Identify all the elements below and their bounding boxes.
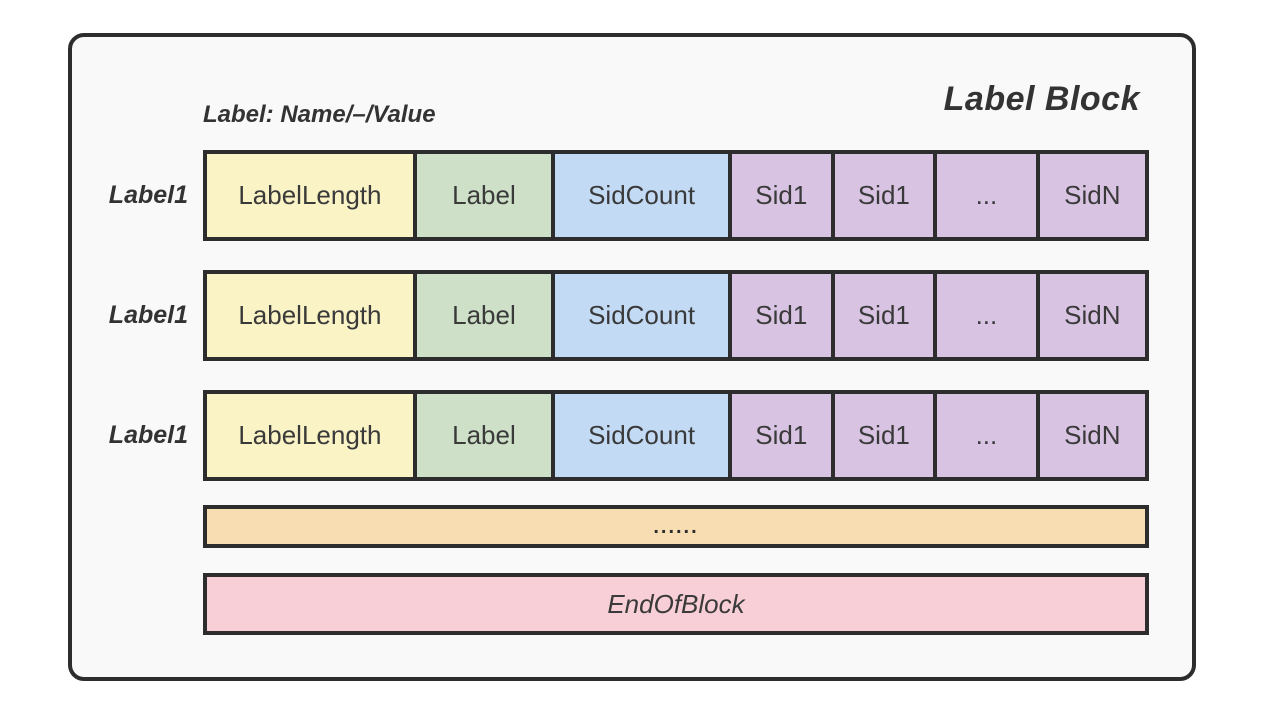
cell-label: Label — [412, 394, 552, 477]
cell-sidn: SidN — [1035, 154, 1145, 237]
cell-sidcount: SidCount — [551, 394, 729, 477]
cell-sid1: Sid1 — [728, 154, 831, 237]
cell-ellipsis: ... — [933, 394, 1036, 477]
cell-labellength: LabelLength — [207, 394, 413, 477]
cell-sid1: Sid1 — [830, 394, 934, 477]
cell-sid1: Sid1 — [728, 274, 831, 357]
cell-sidcount: SidCount — [551, 274, 729, 357]
diagram-title: Label Block — [943, 80, 1140, 118]
cell-label: Label — [412, 154, 552, 237]
label-entry-row: LabelLength Label SidCount Sid1 Sid1 ...… — [203, 150, 1149, 241]
cell-label: Label — [412, 274, 552, 357]
row-label-1: Label1 — [108, 181, 188, 209]
label-entry-row: LabelLength Label SidCount Sid1 Sid1 ...… — [203, 390, 1149, 481]
label-block-container: Label Block Label: Name/–/Value Label1 L… — [68, 33, 1196, 681]
cell-sid1: Sid1 — [830, 154, 934, 237]
cell-sidcount: SidCount — [551, 154, 729, 237]
cell-sidn: SidN — [1035, 394, 1145, 477]
cell-sid1: Sid1 — [830, 274, 934, 357]
cell-sidn: SidN — [1035, 274, 1145, 357]
cell-labellength: LabelLength — [207, 154, 413, 237]
row-label-2: Label1 — [108, 301, 188, 329]
cell-labellength: LabelLength — [207, 274, 413, 357]
cell-ellipsis: ... — [933, 274, 1036, 357]
label-format-caption: Label: Name/–/Value — [203, 101, 436, 128]
cell-sid1: Sid1 — [728, 394, 831, 477]
row-label-3: Label1 — [108, 421, 188, 449]
end-of-block-row: EndOfBlock — [203, 573, 1149, 635]
cell-ellipsis: ... — [933, 154, 1036, 237]
more-entries-row: ...... — [203, 505, 1149, 548]
label-entry-row: LabelLength Label SidCount Sid1 Sid1 ...… — [203, 270, 1149, 361]
